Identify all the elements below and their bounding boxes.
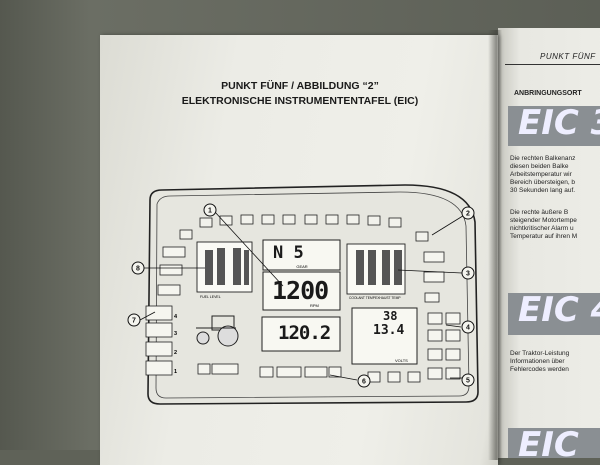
callout-circles [127,203,475,388]
callout-5: 5 [466,378,470,385]
gear-number-1: 1 [174,369,177,375]
callout-7: 7 [132,318,136,325]
fuel-level-label: FUEL LEVEL [200,295,221,299]
left-bar-gauges [205,248,249,285]
right-display-bottom-value: 13.4 [373,323,405,338]
callout-2: 2 [466,211,470,218]
tractor-icon [196,315,239,347]
callout-6: 6 [362,379,366,386]
callout-8: 8 [136,266,140,273]
rpm-display: 1200 [272,276,329,305]
right-page-text-1: Die rechten Balkenanz diesen beiden Balk… [510,155,576,194]
top-warning-icons [179,214,429,242]
right-page-rule [505,64,600,65]
right-info-display-frame [351,307,418,365]
right-page-text-3: Der Traktor-Leistung Informationen über … [510,350,570,373]
speed-display-frame [261,316,341,352]
instrument-panel-diagram: FUEL LEVEL COOLANT TEMP EXHAUST TEMP GEA… [127,184,479,405]
gear-number-3: 3 [174,331,177,337]
right-page-section-label: ANBRINGUNGSORT [514,90,582,97]
gear-display: N 5 [273,243,304,263]
figure-subtitle: ELEKTRONISCHE INSTRUMENTENTAFEL (EIC) [181,95,419,107]
callout-leader-lines [139,211,467,381]
panel-inner-outline [155,191,470,399]
rpm-label: RPM [310,303,319,308]
figure-title: PUNKT FÜNF / ABBILDUNG “2” [221,80,379,92]
gear-display-frame [262,239,341,271]
right-page-header: PUNKT FÜNF [540,52,596,61]
speed-display: 120.2 [278,322,331,344]
gear-number-2: 2 [174,350,177,356]
gear-label: GEAR [296,264,307,269]
book-gutter [488,30,502,460]
callout-4: 4 [466,325,470,332]
callout-3: 3 [466,271,470,278]
eic3-heading: EIC 3 [508,106,600,146]
right-page-text-2: Die rechte äußere B steigender Motortemp… [510,209,578,240]
exhaust-temp-label: EXHAUST TEMP [375,296,401,300]
right-button-grid [424,292,461,380]
right-page [498,28,600,458]
eic4-heading: EIC 4 [508,293,600,335]
volts-label: VOLTS [395,358,408,363]
right-bar-gauges [356,250,402,285]
right-display-top-value: 38 [383,309,398,323]
left-gear-buttons [145,246,445,376]
coolant-temp-label: COOLANT TEMP [349,296,376,300]
callout-1: 1 [208,208,212,215]
gear-number-4: 4 [174,314,178,320]
